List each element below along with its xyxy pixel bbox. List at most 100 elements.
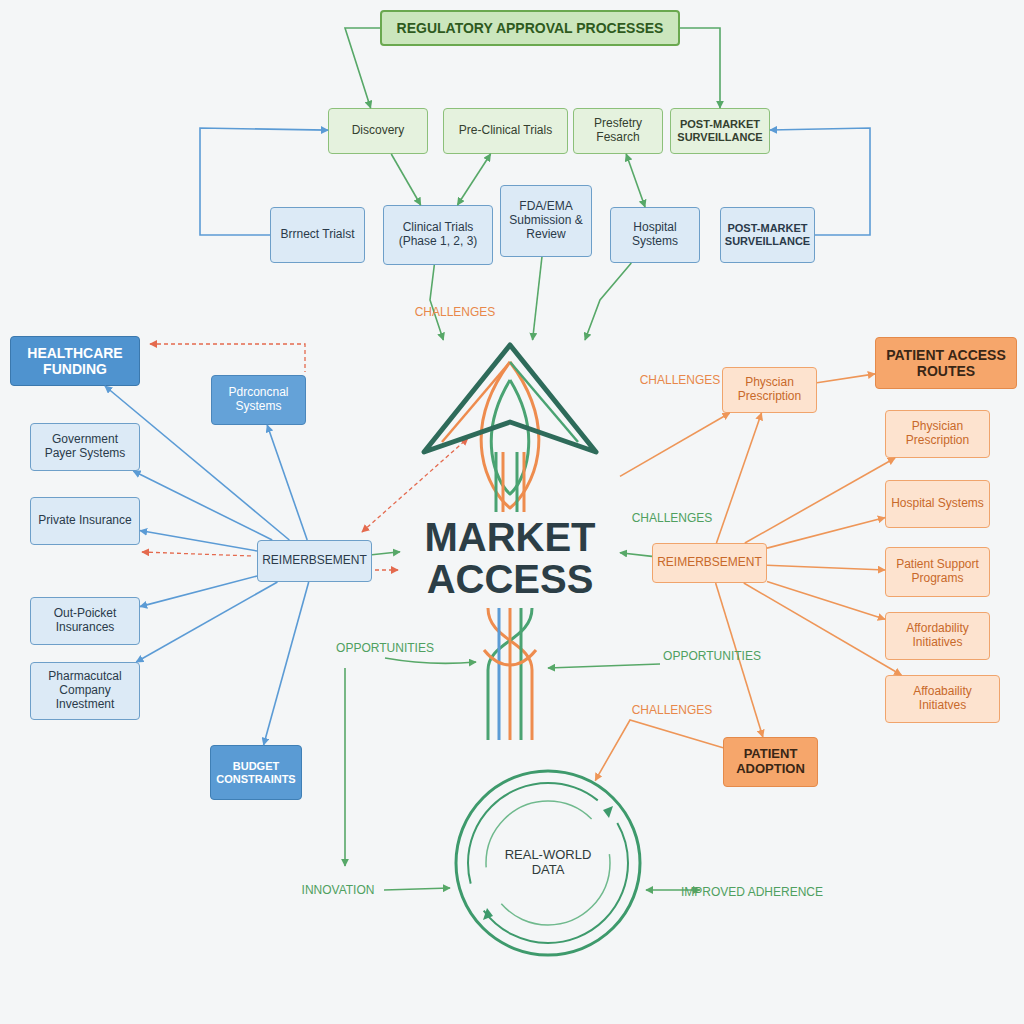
funding-box: Private Insurance — [30, 497, 140, 545]
node-text: PATIENT ADOPTION — [729, 747, 812, 777]
group-header: PATIENT ACCESS ROUTES — [875, 337, 1017, 389]
process-box: FDA/EMA Submission & Review — [500, 185, 592, 257]
annotation-label: IMPROVED ADHERENCE — [681, 885, 823, 899]
flow-connector — [716, 583, 763, 737]
edge-label: CHALLENGES — [632, 703, 713, 717]
access-box: Patient Support Programs — [885, 547, 990, 597]
flow-connector — [716, 413, 761, 543]
node-text: HEALTHCARE FUNDING — [16, 345, 134, 377]
node-text: POST-MARKET SURVEILLANCE — [725, 222, 810, 247]
emblem-stroke — [424, 345, 596, 452]
flow-connector — [200, 128, 328, 235]
flow-connector — [133, 471, 272, 540]
stage-box: Pre-Clinical Trials — [443, 108, 568, 154]
access-box: Hospital Systems — [885, 480, 990, 528]
flow-connector — [430, 265, 443, 340]
emblem-stroke — [484, 650, 536, 665]
flow-connector — [745, 458, 895, 543]
process-box: Clinical Trials (Phase 1, 2, 3) — [383, 205, 493, 265]
node-text: Hospital Systems — [891, 497, 984, 511]
adherence-arrow — [646, 889, 700, 891]
annotation-label: INNOVATION — [302, 883, 375, 897]
emblem-stroke — [523, 452, 526, 512]
node-text: Patient Support Programs — [891, 558, 984, 586]
edge-label: CHALLENGES — [415, 305, 496, 319]
data-cycle: REAL-WORLD DATA — [453, 768, 643, 958]
dashed-flow — [142, 552, 252, 556]
flow-connector — [585, 263, 631, 340]
node-text: Brrnect Trialst — [280, 228, 354, 242]
process-box: Hospital Systems — [610, 207, 700, 263]
flow-connector — [391, 154, 420, 205]
node-text: Pharmacutcal Company Investment — [36, 670, 134, 711]
flow-connector — [770, 128, 870, 235]
node-text: REIMERBSEMENT — [262, 554, 367, 568]
node-text: Private Insurance — [38, 514, 131, 528]
emblem-stroke — [502, 452, 505, 512]
node-text: Presfetry Fesarch — [579, 117, 657, 145]
access-box: Physician Prescription — [885, 410, 990, 458]
stage-box: Discovery — [328, 108, 428, 154]
flow-connector — [767, 565, 885, 570]
flow-connector — [140, 531, 257, 551]
emblem-stroke — [520, 608, 523, 740]
node-text: Pre-Clinical Trials — [459, 124, 552, 138]
flow-connector — [767, 518, 885, 549]
node-text: FDA/EMA Submission & Review — [506, 200, 586, 241]
access-box: Affordability Initiatives — [885, 612, 990, 660]
funding-box: Pharmacutcal Company Investment — [30, 662, 140, 720]
flow-connector — [533, 257, 542, 340]
funding-box: BUDGET CONSTRAINTS — [210, 745, 302, 800]
group-header: HEALTHCARE FUNDING — [10, 336, 140, 386]
flow-connector — [744, 583, 902, 675]
node-text: Government Payer Systems — [36, 433, 134, 461]
emblem-stroke — [516, 452, 519, 512]
funding-box: Pdrconcnal Systems — [211, 375, 306, 425]
flow-connector — [345, 28, 380, 108]
process-box: POST-MARKET SURVEILLANCE — [720, 207, 815, 263]
process-header: REGULATORY APPROVAL PROCESSES — [380, 10, 680, 46]
opportunity-arrow — [548, 664, 660, 668]
edge-label: CHALLENGES — [640, 373, 721, 387]
flow-connector — [680, 28, 720, 108]
annotation-label: OPPORTUNITIES — [336, 641, 434, 655]
inner-ring — [468, 783, 628, 943]
emblem-stroke — [498, 608, 501, 740]
node-text: BUDGET CONSTRAINTS — [216, 760, 296, 785]
dashed-flow — [375, 569, 398, 570]
node-text: Out-Poicket Insurances — [36, 607, 134, 635]
flow-connector — [595, 720, 723, 781]
flow-connector — [264, 582, 309, 745]
node-text: Physician Prescription — [891, 420, 984, 448]
flow-connector — [767, 581, 885, 619]
dashed-flow — [150, 344, 305, 372]
node-text: Hospital Systems — [616, 221, 694, 249]
central-emblem: MARKET ACCESS — [400, 340, 620, 740]
node-text: Clinical Trials (Phase 1, 2, 3) — [389, 221, 487, 249]
emblem-stroke — [509, 608, 512, 740]
emblem-stroke — [488, 608, 532, 740]
flow-connector — [105, 386, 289, 540]
flow-connector — [267, 425, 307, 540]
emblem-stroke — [495, 452, 498, 512]
ring-arrow — [483, 908, 493, 920]
node-text: MARKET ACCESS — [400, 516, 620, 600]
edge-label: CHALLENGES — [632, 511, 713, 525]
access-box: Affoabaility Initiatves — [885, 675, 1000, 723]
node-text: Pdrconcnal Systems — [217, 386, 300, 414]
ring-arrow — [603, 806, 613, 818]
node-text: Affordability Initiatives — [891, 622, 984, 650]
innovation-arrow — [384, 888, 450, 890]
funding-box: Government Payer Systems — [30, 423, 140, 471]
hub-box: REIMERBSEMENT — [652, 543, 767, 583]
node-text: REGULATORY APPROVAL PROCESSES — [397, 20, 664, 36]
node-text: Affoabaility Initiatves — [891, 685, 994, 713]
emblem-stroke — [442, 362, 510, 442]
funding-box: Out-Poicket Insurances — [30, 597, 140, 645]
process-box: Brrnect Trialst — [270, 207, 365, 263]
node-text: PATIENT ACCESS ROUTES — [881, 347, 1011, 379]
